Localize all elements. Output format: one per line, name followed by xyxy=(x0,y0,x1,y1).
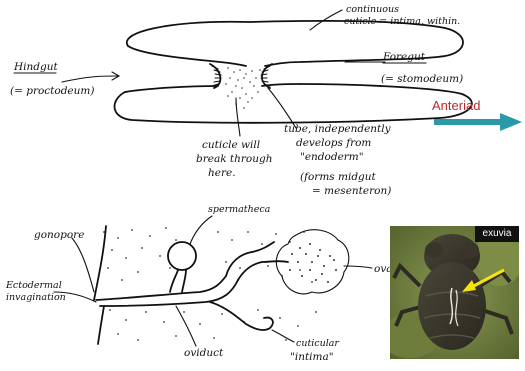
upper-tube-inner xyxy=(128,46,246,66)
hindgut-sublabel: (= proctodeum) xyxy=(10,85,94,97)
spermatheca-duct xyxy=(170,270,186,292)
gut-diagram: Hindgut (= proctodeum) Foregut (= stomod… xyxy=(10,4,472,197)
exuvia-photo: exuvia xyxy=(390,226,519,359)
lower-tube-inner xyxy=(125,84,300,92)
cuticle-label-line2: cuticle = intima, within. xyxy=(344,16,460,27)
hindgut-pointer xyxy=(62,76,118,82)
cuticular-pointer xyxy=(272,330,294,342)
tube-label-line5: = mesenteron) xyxy=(312,185,391,197)
spermatheca-pointer xyxy=(190,216,212,244)
break-label-line1: cuticle will xyxy=(202,139,260,151)
oviduct-branch2 xyxy=(252,242,288,262)
body-wall-upper xyxy=(94,226,106,300)
lower-tube-outer xyxy=(115,84,472,123)
tube-label-line3: "endoderm" xyxy=(300,151,364,163)
tube-stipple xyxy=(225,67,261,109)
cuticular-label-line2: "intima" xyxy=(290,351,334,363)
arrow-right-icon xyxy=(434,113,522,131)
oviduct-branch xyxy=(226,252,262,280)
cuticular-label-line1: cuticular xyxy=(296,338,340,349)
foregut-label: Foregut xyxy=(382,51,426,63)
exuvia-tag: exuvia xyxy=(475,226,519,242)
oviduct-lower xyxy=(100,280,238,306)
cuticle-pointer xyxy=(310,10,342,30)
cuticular-duct xyxy=(210,302,273,330)
oviduct-upper xyxy=(96,276,226,300)
anteriad-label: Anteriad xyxy=(432,98,480,113)
body-wall-lower xyxy=(98,306,104,344)
foregut-sublabel: (= stomodeum) xyxy=(381,73,463,85)
tube-label-line4: (forms midgut xyxy=(300,171,377,183)
ectodermal-label-line1: Ectodermal xyxy=(5,280,62,291)
spermatheca-bulb xyxy=(168,242,196,270)
anteriad-arrow xyxy=(434,113,522,131)
cuticle-label-line1: continuous xyxy=(346,4,399,15)
ectodermal-label-line2: invagination xyxy=(6,292,66,303)
exuvia-image xyxy=(390,226,519,359)
spermatheca-label: spermatheca xyxy=(208,204,271,215)
ovary-pointer xyxy=(344,266,372,268)
break-pointer xyxy=(236,98,240,136)
reproductive-diagram: gonopore spermatheca Ectodermal invagina… xyxy=(5,204,405,363)
gonopore-label: gonopore xyxy=(34,229,84,241)
break-label-line2: break through xyxy=(196,153,272,165)
tube-label-line1: tube, independently xyxy=(284,123,392,135)
gonopore-pointer xyxy=(72,238,94,292)
oviduct-label: oviduct xyxy=(184,347,224,359)
hindgut-label: Hindgut xyxy=(13,61,58,73)
tube-label-line2: develops from xyxy=(296,137,371,149)
oviduct-pointer xyxy=(176,306,196,346)
break-label-line3: here. xyxy=(208,167,236,179)
ovary-stipple xyxy=(289,243,337,283)
